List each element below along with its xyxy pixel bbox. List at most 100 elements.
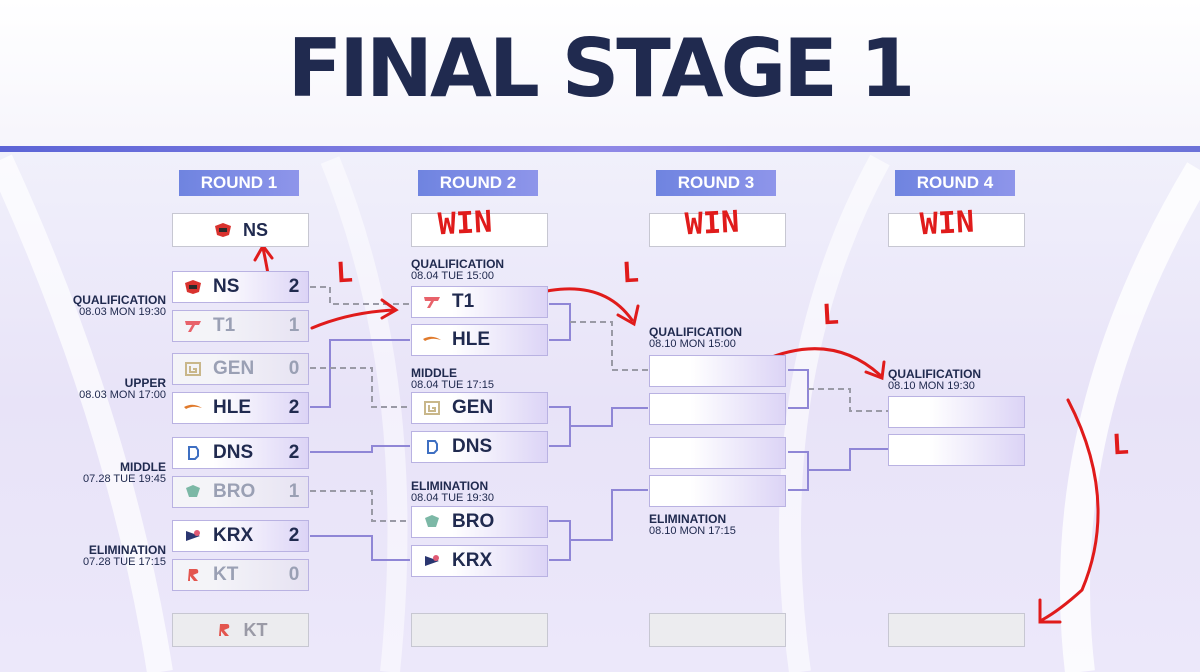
r3-m2-slot1[interactable]	[649, 437, 786, 469]
t1-logo-icon	[424, 297, 440, 308]
r2-match3-title: ELIMINATION	[411, 479, 489, 493]
team-name: T1	[213, 315, 236, 336]
round-2-label: ROUND 2	[418, 170, 538, 196]
r2-match3-label: ELIMINATION 08.04 TUE 19:30	[411, 480, 551, 504]
round3-bottom-box[interactable]	[649, 613, 786, 647]
header-band	[0, 0, 1200, 150]
r2-match3-time: 08.04 TUE 19:30	[411, 492, 494, 504]
annotation-loss-2: L	[621, 255, 640, 290]
r1-m4-team2[interactable]: KT 0	[172, 559, 309, 591]
team-score: 2	[288, 276, 300, 297]
r2-match2-time: 08.04 TUE 17:15	[411, 379, 494, 391]
annotation-loss-1: L	[335, 255, 354, 290]
r1-m4-team1[interactable]: KRX 2	[172, 520, 309, 552]
round1-bottom-bye-name: KT	[243, 619, 268, 640]
r2-m1-team1[interactable]: T1	[411, 286, 548, 318]
team-score: 2	[288, 397, 300, 418]
r1-m3-team2[interactable]: BRO 1	[172, 476, 309, 508]
team-score: 1	[288, 315, 300, 336]
r2-m3-team1[interactable]: BRO	[411, 506, 548, 538]
r1-match2-label: UPPER 08.03 MON 17:00	[20, 377, 166, 401]
r4-match1-time: 08.10 MON 19:30	[888, 380, 975, 392]
team-name: KRX	[213, 525, 254, 546]
team-score: 2	[288, 525, 300, 546]
dns-logo-icon	[188, 446, 199, 460]
dns-logo-icon	[427, 440, 438, 454]
annotation-win-round4: WIN	[919, 204, 976, 243]
r3-match2-time: 08.10 MON 17:15	[649, 525, 736, 537]
annotation-loss-4: L	[1111, 427, 1130, 462]
round4-bottom-box[interactable]	[888, 613, 1025, 647]
round3-top-box[interactable]	[649, 213, 786, 247]
round2-top-box[interactable]	[411, 213, 548, 247]
team-name: BRO	[452, 511, 495, 532]
annotation-loss-3: L	[821, 297, 840, 332]
header-accent-line	[0, 146, 1200, 152]
krx-logo-icon	[425, 555, 439, 566]
r1-m3-team1[interactable]: DNS 2	[172, 437, 309, 469]
r3-match1-label: QUALIFICATION 08.10 MON 15:00	[649, 326, 789, 350]
round2-bottom-box[interactable]	[411, 613, 548, 647]
r1-m1-team2[interactable]: T1 1	[172, 310, 309, 342]
team-score: 0	[288, 564, 300, 585]
team-name: BRO	[213, 481, 256, 502]
r1-match4-label: ELIMINATION 07.28 TUE 17:15	[20, 544, 166, 568]
team-name: KRX	[452, 550, 493, 571]
round1-bottom-bye[interactable]: KT	[172, 613, 309, 647]
round1-top-bye[interactable]: NS	[172, 213, 309, 247]
r4-match1-label: QUALIFICATION 08.10 MON 19:30	[888, 368, 1028, 392]
team-name: KT	[213, 564, 239, 585]
r3-m1-slot2[interactable]	[649, 393, 786, 425]
r2-match2-title: MIDDLE	[411, 366, 457, 380]
team-name: GEN	[452, 397, 494, 418]
r4-m1-slot2[interactable]	[888, 434, 1025, 466]
r2-m2-team1[interactable]: GEN	[411, 392, 548, 424]
r2-match1-time: 08.04 TUE 15:00	[411, 270, 494, 282]
team-name: NS	[213, 276, 240, 297]
kt-logo-icon	[218, 624, 229, 636]
round-4-label: ROUND 4	[895, 170, 1015, 196]
gen-logo-icon	[424, 401, 440, 415]
r2-m3-team2[interactable]: KRX	[411, 545, 548, 577]
r1-m2-team2[interactable]: HLE 2	[172, 392, 309, 424]
team-name: DNS	[213, 442, 254, 463]
ns-logo-icon	[185, 280, 201, 294]
r1-m1-team1[interactable]: NS 2	[172, 271, 309, 303]
r1-match3-title: MIDDLE	[120, 460, 166, 474]
r4-m1-slot1[interactable]	[888, 396, 1025, 428]
round4-top-box[interactable]	[888, 213, 1025, 247]
r4-match1-title: QUALIFICATION	[888, 367, 982, 381]
team-score: 1	[288, 481, 300, 502]
r1-match1-label: QUALIFICATION 08.03 MON 19:30	[20, 294, 166, 318]
r2-m2-team2[interactable]: DNS	[411, 431, 548, 463]
team-name: DNS	[452, 436, 493, 457]
r3-match2-label: ELIMINATION 08.10 MON 17:15	[649, 513, 789, 537]
r2-match1-label: QUALIFICATION 08.04 TUE 15:00	[411, 258, 551, 282]
r2-match2-label: MIDDLE 08.04 TUE 17:15	[411, 367, 551, 391]
annotation-win-round2: WIN	[437, 204, 494, 243]
team-name: HLE	[213, 397, 251, 418]
hle-logo-icon	[423, 336, 441, 341]
round-1-label: ROUND 1	[179, 170, 299, 196]
team-name: T1	[452, 291, 475, 312]
r1-match1-title: QUALIFICATION	[72, 293, 166, 307]
bro-logo-icon	[425, 515, 439, 527]
bro-logo-icon	[186, 485, 200, 497]
hle-logo-icon	[184, 404, 202, 409]
round1-top-bye-name: NS	[242, 219, 268, 240]
r1-match2-time: 08.03 MON 17:00	[79, 389, 166, 401]
ns-logo-icon	[214, 223, 231, 237]
r2-match1-title: QUALIFICATION	[411, 257, 505, 271]
r2-m1-team2[interactable]: HLE	[411, 324, 548, 356]
r3-m1-slot1[interactable]	[649, 355, 786, 387]
r3-m2-slot2[interactable]	[649, 475, 786, 507]
r3-match1-time: 08.10 MON 15:00	[649, 338, 736, 350]
annotation-win-round3: WIN	[684, 204, 741, 243]
team-name: GEN	[213, 358, 255, 379]
team-name: HLE	[452, 329, 490, 350]
r1-match3-time: 07.28 TUE 19:45	[83, 473, 166, 485]
r1-m2-team1[interactable]: GEN 0	[172, 353, 309, 385]
r1-match4-time: 07.28 TUE 17:15	[83, 556, 166, 568]
page-title: FINAL STAGE 1	[287, 22, 916, 115]
